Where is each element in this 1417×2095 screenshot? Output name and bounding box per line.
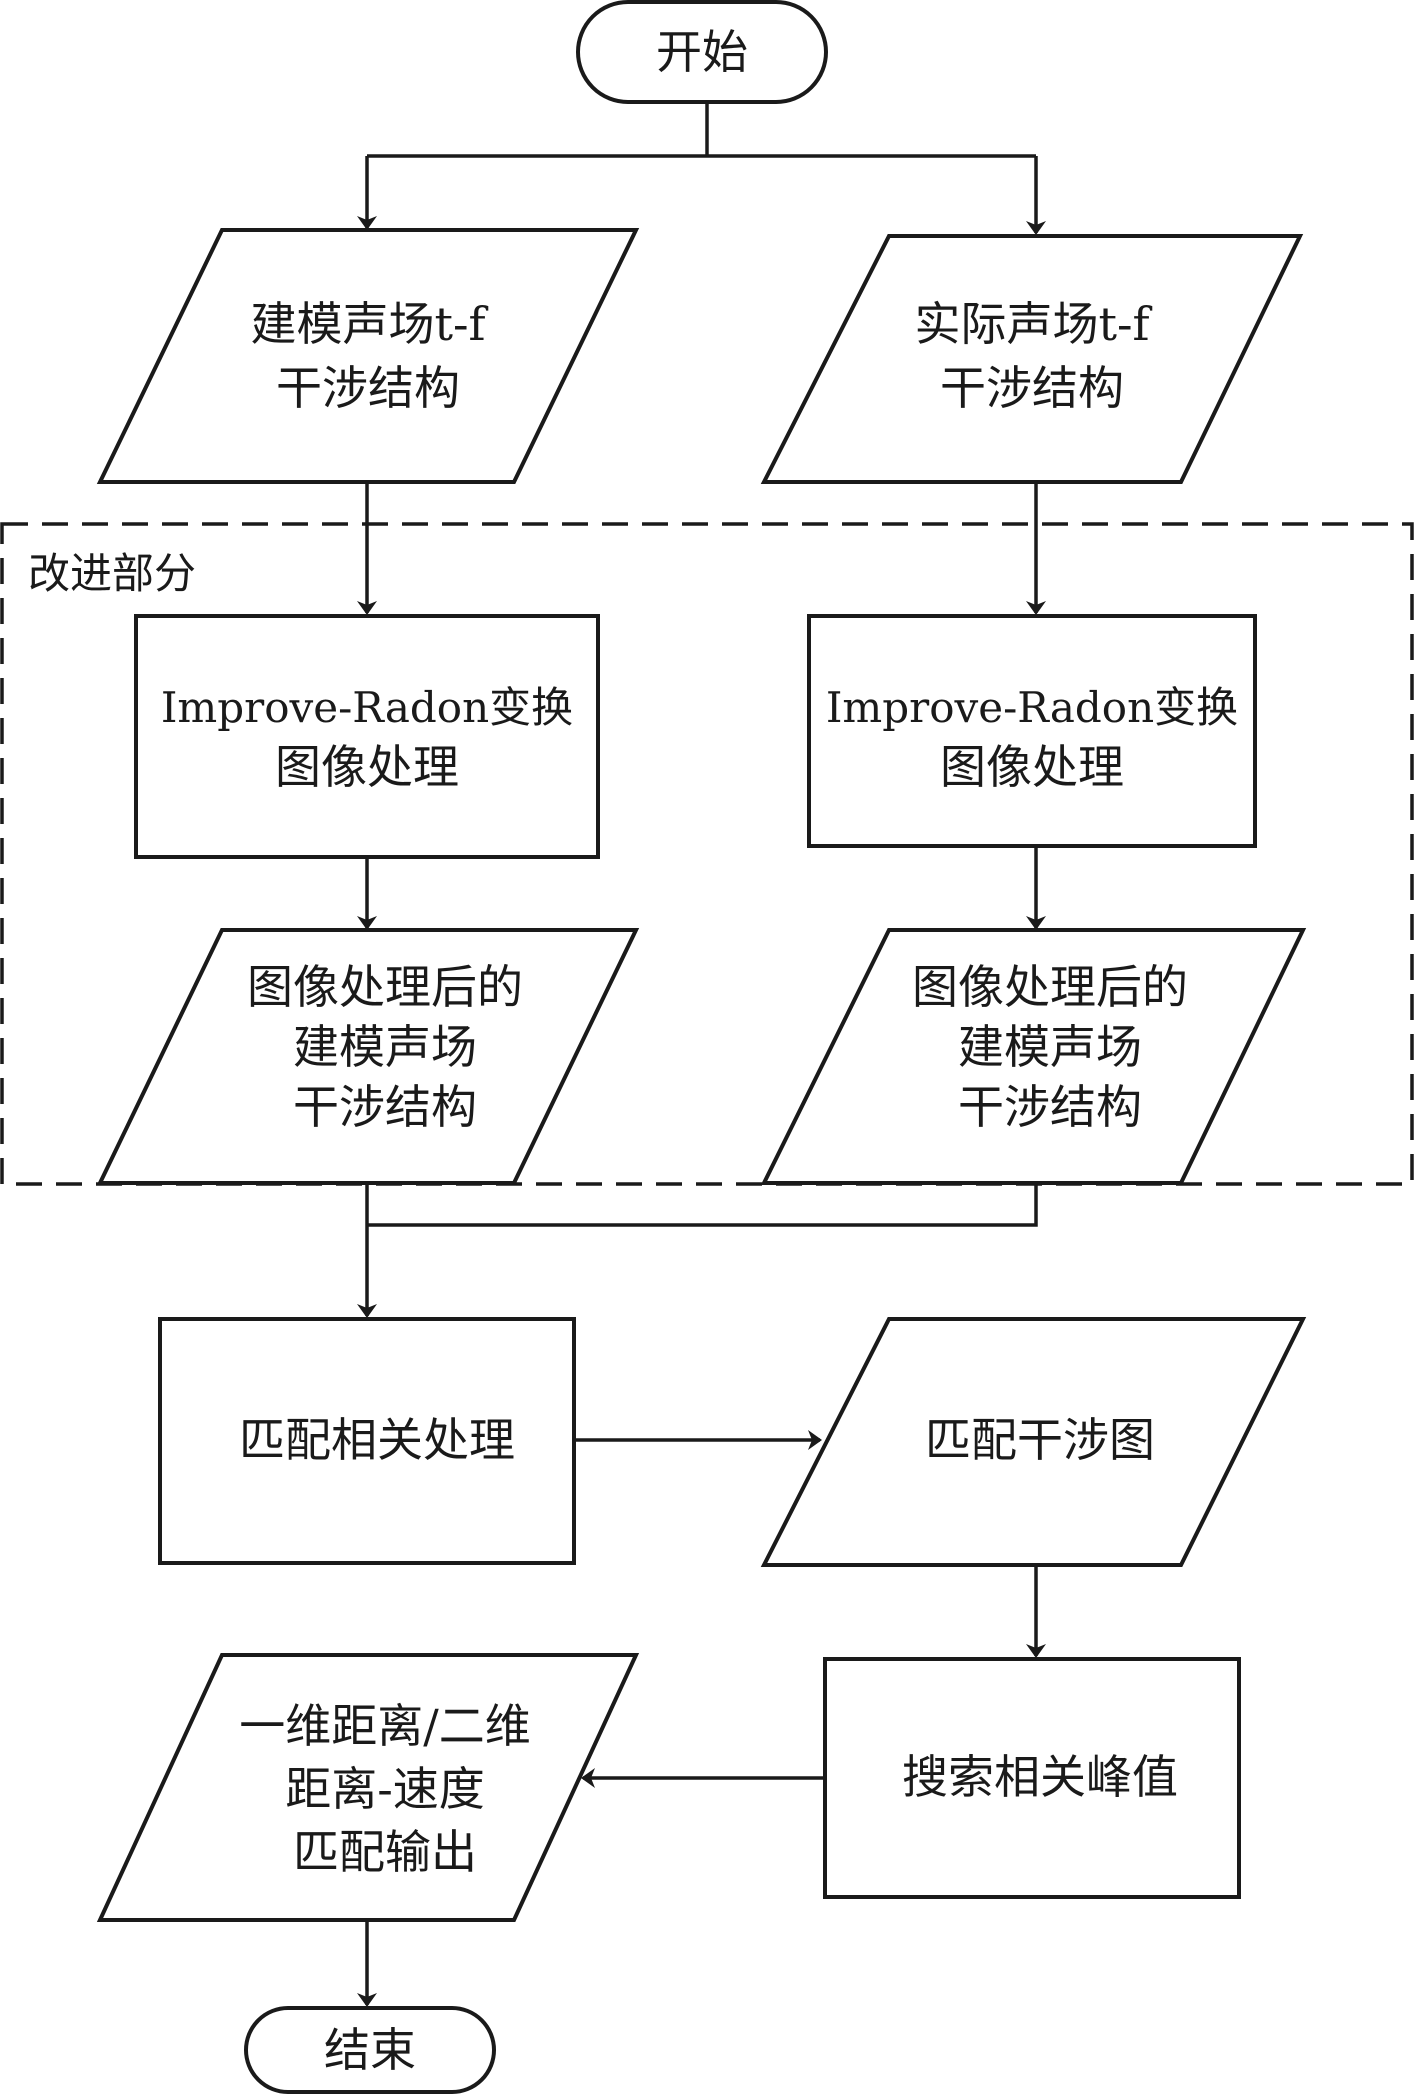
peak-search-label: 搜索相关峰值	[902, 1750, 1178, 1804]
left-processed-line1: 图像处理后的	[247, 960, 523, 1014]
left-process-line2: 图像处理	[275, 740, 459, 794]
left-process-node: Improve-Radon变换 图像处理	[134, 614, 600, 859]
left-input-node: 建模声场t-f 干涉结构	[96, 228, 640, 484]
peak-search-node: 搜索相关峰值	[823, 1657, 1241, 1899]
left-processed-line3: 干涉结构	[293, 1080, 477, 1134]
right-processed-node: 图像处理后的 建模声场 干涉结构	[760, 928, 1307, 1185]
right-processed-line1: 图像处理后的	[912, 960, 1188, 1014]
right-process-node: Improve-Radon变换 图像处理	[807, 614, 1257, 848]
left-processed-node: 图像处理后的 建模声场 干涉结构	[96, 928, 640, 1185]
connector-merge	[367, 1185, 1038, 1227]
improved-section-group	[0, 522, 1414, 1186]
start-node: 开始	[576, 0, 828, 104]
match-process-node: 匹配相关处理	[158, 1317, 576, 1565]
right-processed-line2: 建模声场	[958, 1020, 1142, 1074]
left-input-line1: 建模声场t-f	[250, 297, 488, 351]
output-line3: 匹配输出	[293, 1825, 477, 1879]
left-input-line2: 干涉结构	[276, 361, 460, 415]
right-input-line2: 干涉结构	[940, 361, 1124, 415]
match-process-label: 匹配相关处理	[239, 1413, 515, 1467]
right-process-line2: 图像处理	[940, 740, 1124, 794]
right-input-line1: 实际声场t-f	[914, 297, 1152, 351]
right-process-line1: Improve-Radon变换	[826, 683, 1238, 732]
output-line2: 距离-速度	[285, 1762, 485, 1816]
connectors	[357, 100, 1046, 2007]
left-processed-line2: 建模声场	[293, 1020, 477, 1074]
improved-section-label: 改进部分	[28, 549, 196, 598]
output-node: 一维距离/二维 距离-速度 匹配输出	[96, 1653, 640, 1922]
match-map-node: 匹配干涉图	[760, 1317, 1307, 1567]
left-process-line1: Improve-Radon变换	[161, 683, 573, 732]
output-line1: 一维距离/二维	[239, 1699, 531, 1753]
right-input-node: 实际声场t-f 干涉结构	[760, 234, 1304, 484]
end-node: 结束	[244, 2006, 496, 2094]
end-label: 结束	[324, 2023, 416, 2077]
start-label: 开始	[656, 25, 748, 79]
match-map-label: 匹配干涉图	[925, 1413, 1155, 1467]
right-processed-line3: 干涉结构	[958, 1080, 1142, 1134]
